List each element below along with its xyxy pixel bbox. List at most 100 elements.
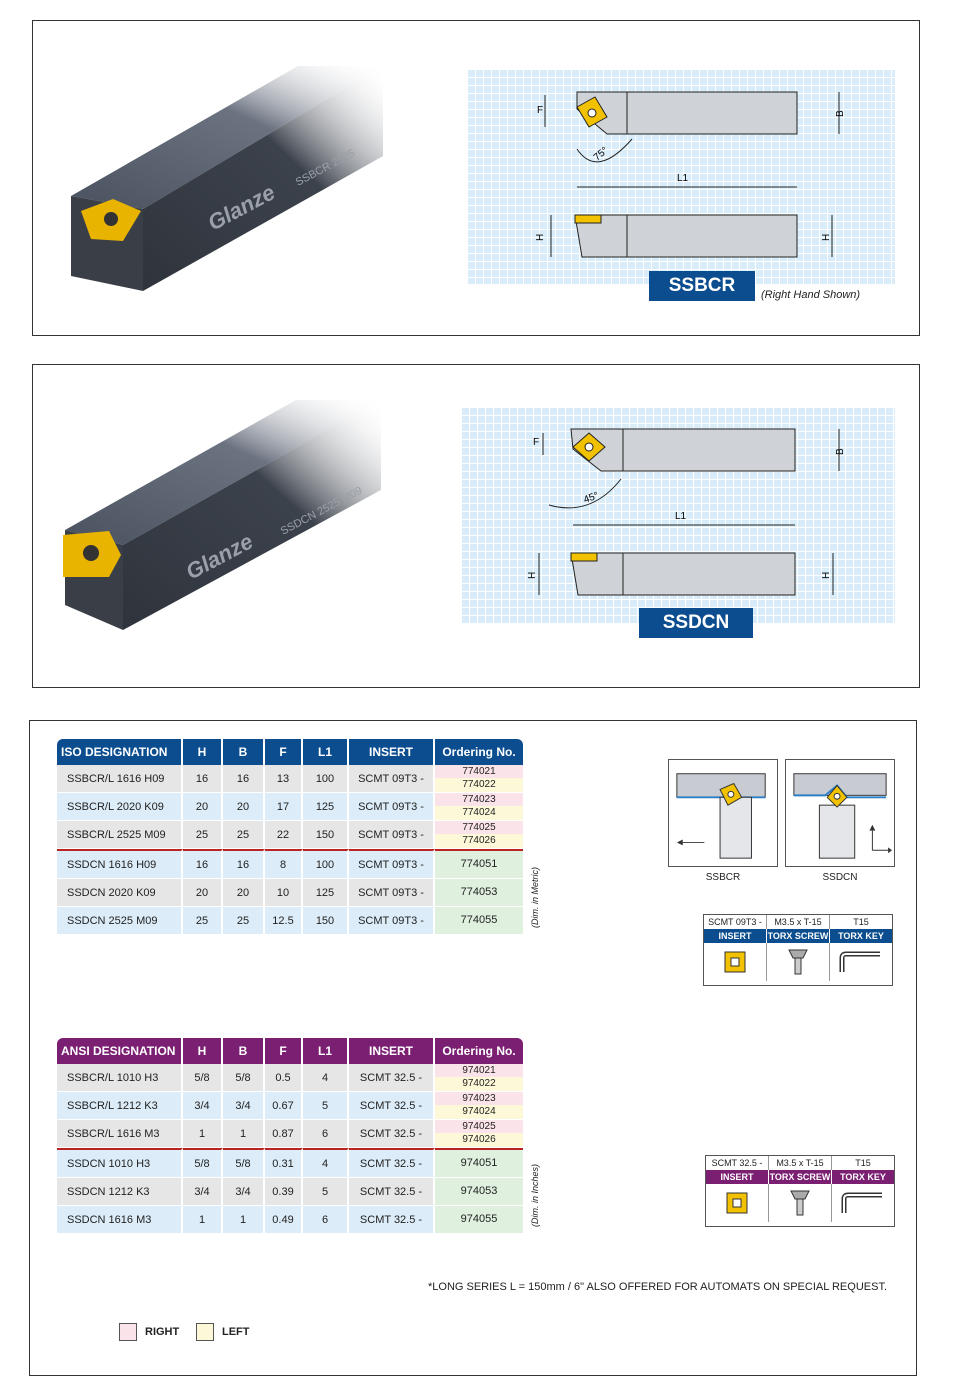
insert-cell: SCMT 32.5 -: [349, 1064, 435, 1092]
h-cell: 5/8: [183, 1064, 223, 1092]
designation-cell: SSBCR/L 1010 H3: [57, 1064, 183, 1092]
ordering-neutral: 974053: [435, 1178, 523, 1205]
ssdcn-tool-image: Glanze SSDCN 2525 M09: [63, 400, 381, 630]
ansi-col-b: B: [223, 1038, 265, 1064]
l1-cell: 6: [303, 1206, 349, 1234]
ansi-accessory-key-part: T15: [855, 1158, 871, 1168]
ssdcn-panel: Glanze SSDCN 2525 M09 F B 45° L1 H H SSD…: [32, 364, 920, 688]
iso-col-ordering: Ordering No.: [435, 739, 523, 765]
ansi-col-f: F: [265, 1038, 303, 1064]
designation-cell: SSDCN 1212 K3: [57, 1178, 183, 1206]
iso-accessory-screw-part: M3.5 x T-15: [767, 915, 830, 929]
iso-accessory-insert-label: INSERT: [704, 929, 767, 943]
insert-cell: SCMT 09T3 -: [349, 793, 435, 821]
f-cell: 0.67: [265, 1092, 303, 1120]
legend-left-swatch: [196, 1323, 214, 1341]
ordering-right: 774023: [435, 793, 523, 806]
b-cell: 3/4: [223, 1092, 265, 1120]
ssbcr-dim-l1: L1: [677, 173, 689, 184]
ansi-header-row: ANSI DESIGNATION H B F L1 INSERT Orderin…: [57, 1038, 523, 1064]
ordering-cell: 974051: [435, 1148, 523, 1178]
l1-cell: 150: [303, 821, 349, 849]
ordering-cell: 774053: [435, 879, 523, 907]
iso-col-f: F: [265, 739, 303, 765]
ansi-dim-note: (Dim. in Inches): [530, 1163, 540, 1227]
iso-spec-table: ISO DESIGNATION H B F L1 INSERT Ordering…: [57, 739, 523, 935]
f-cell: 0.49: [265, 1206, 303, 1234]
ordering-neutral: 974055: [435, 1206, 523, 1233]
f-cell: 0.87: [265, 1120, 303, 1148]
ansi-accessory-insert-label: INSERT: [706, 1170, 769, 1184]
ssbcr-dim-h-left: H: [535, 234, 546, 241]
iso-accessory-key-part: T15: [853, 917, 869, 927]
long-series-footnote: *LONG SERIES L = 150mm / 6" ALSO OFFERED…: [428, 1281, 887, 1293]
b-cell: 20: [223, 793, 265, 821]
insert-icon: [706, 1184, 769, 1222]
l1-cell: 6: [303, 1120, 349, 1148]
ordering-left: 974022: [435, 1077, 523, 1091]
h-cell: 16: [183, 849, 223, 879]
f-cell: 8: [265, 849, 303, 879]
b-cell: 20: [223, 879, 265, 907]
ssbcr-dim-f: F: [537, 105, 543, 116]
f-cell: 12.5: [265, 907, 303, 935]
ssbcr-dim-b: B: [835, 110, 846, 117]
designation-cell: SSBCR/L 1616 H09: [57, 765, 183, 793]
ordering-cell: 774051: [435, 849, 523, 879]
ordering-cell: 774055: [435, 907, 523, 935]
iso-accessory-insert-part: SCMT 09T3 -: [704, 915, 767, 929]
ansi-col-insert: INSERT: [349, 1038, 435, 1064]
h-cell: 25: [183, 821, 223, 849]
ssdcn-dim-h-right: H: [821, 572, 832, 579]
insert-icon: [704, 943, 767, 981]
ansi-accessory-label-row: INSERT TORX SCREW TORX KEY: [706, 1170, 894, 1184]
insert-cell: SCMT 32.5 -: [349, 1206, 435, 1234]
legend-left-label: LEFT: [222, 1326, 250, 1338]
ordering-neutral: 774053: [435, 879, 523, 906]
torx-screw-icon: [769, 1184, 832, 1222]
h-cell: 25: [183, 907, 223, 935]
l1-cell: 150: [303, 907, 349, 935]
ssbcr-note: (Right Hand Shown): [761, 289, 861, 301]
ansi-accessory-icon-row: [706, 1184, 894, 1222]
f-cell: 10: [265, 879, 303, 907]
designation-cell: SSBCR/L 2525 M09: [57, 821, 183, 849]
ssbcr-panel: Glanze SSBCR 2525 F B 75° L1 H H SSBCR (…: [32, 20, 920, 336]
b-cell: 5/8: [223, 1148, 265, 1178]
f-cell: 13: [265, 765, 303, 793]
l1-cell: 5: [303, 1092, 349, 1120]
ansi-accessory-part-row: SCMT 32.5 - M3.5 x T-15 T15: [706, 1156, 894, 1170]
iso-accessory-screw-label: TORX SCREW: [767, 929, 830, 943]
insert-cell: SCMT 32.5 -: [349, 1148, 435, 1178]
iso-accessory-label-row: INSERT TORX SCREW TORX KEY: [704, 929, 892, 943]
ssbcr-mini-caption: SSBCR: [705, 872, 741, 883]
iso-col-b: B: [223, 739, 265, 765]
l1-cell: 4: [303, 1148, 349, 1178]
b-cell: 25: [223, 821, 265, 849]
legend-right-swatch: [119, 1323, 137, 1341]
ordering-cell: 974053: [435, 1178, 523, 1206]
iso-dim-note: (Dim. in Metric): [530, 867, 540, 928]
legend-right: RIGHT: [119, 1323, 179, 1341]
ssbcr-dimension-diagram: F B 75° L1 H H: [535, 91, 846, 258]
ansi-col-h: H: [183, 1038, 223, 1064]
ansi-col-ordering: Ordering No.: [435, 1038, 523, 1064]
insert-cell: SCMT 32.5 -: [349, 1092, 435, 1120]
f-cell: 0.5: [265, 1064, 303, 1092]
f-cell: 17: [265, 793, 303, 821]
ordering-left: 974024: [435, 1105, 523, 1119]
iso-accessory-key-label: TORX KEY: [838, 931, 884, 941]
iso-accessory-part-row: SCMT 09T3 - M3.5 x T-15 T15: [704, 915, 892, 929]
insert-cell: SCMT 09T3 -: [349, 907, 435, 935]
f-cell: 0.39: [265, 1178, 303, 1206]
designation-cell: SSDCN 1616 M3: [57, 1206, 183, 1234]
designation-cell: SSBCR/L 2020 K09: [57, 793, 183, 821]
